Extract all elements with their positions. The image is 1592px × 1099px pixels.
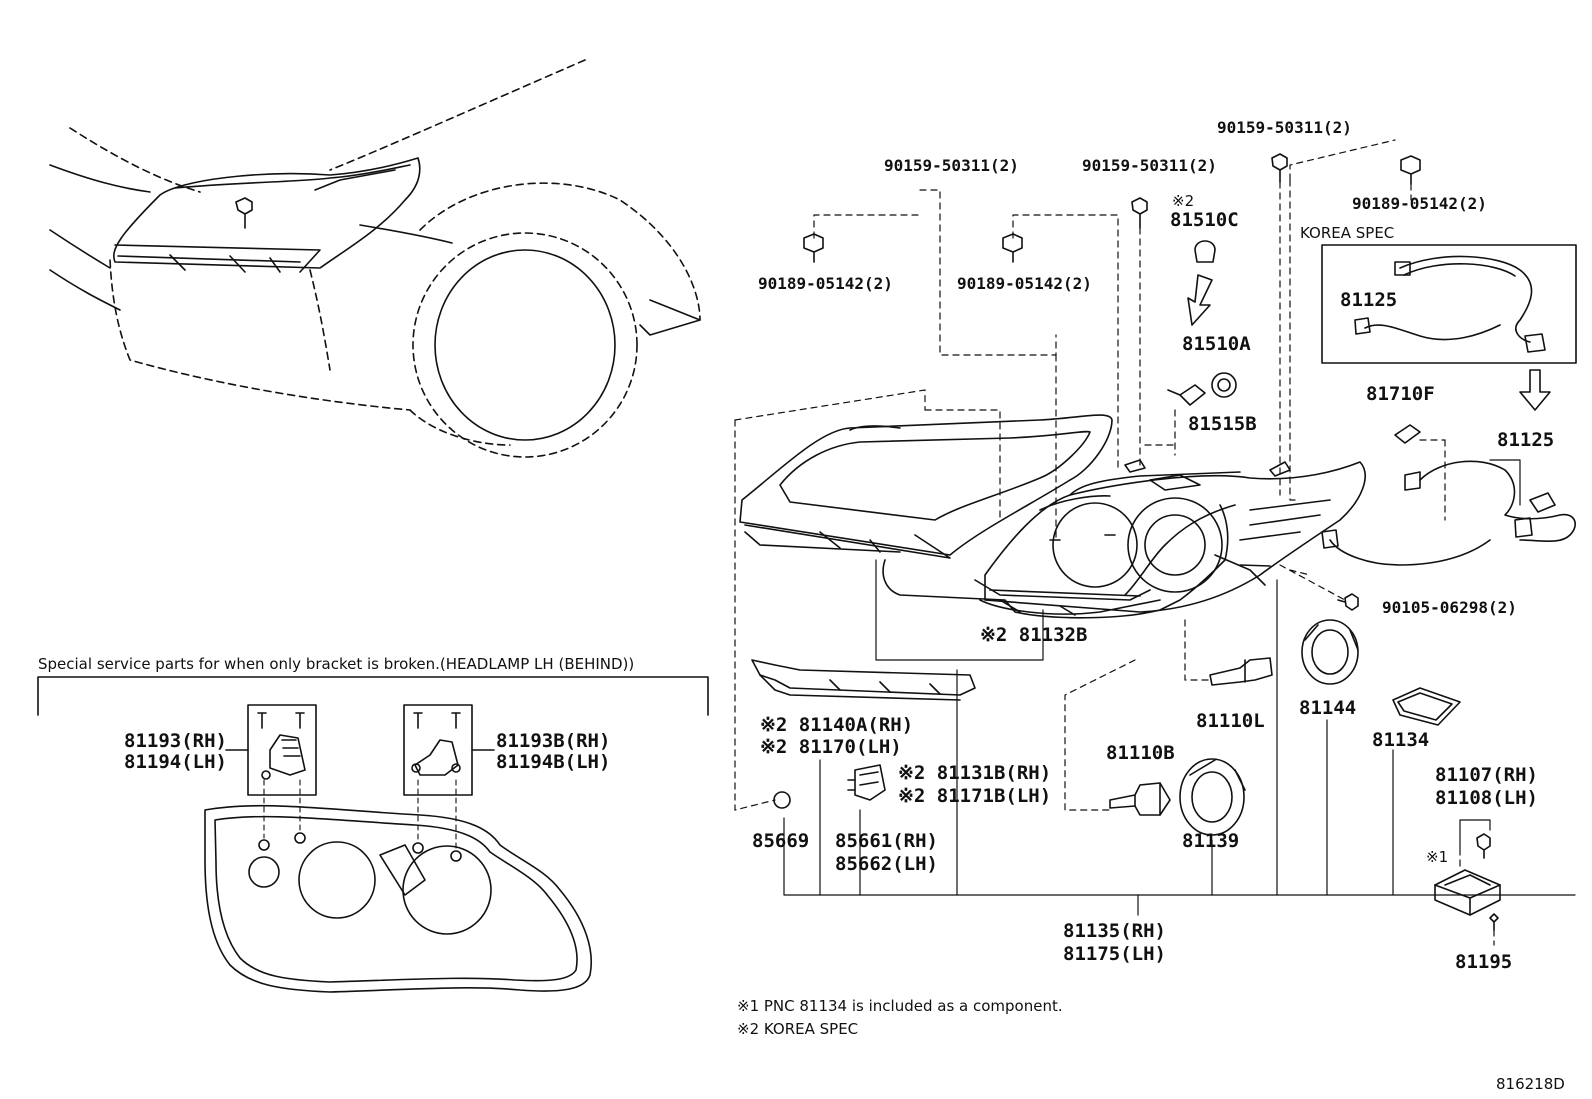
fastener-icons: [235, 153, 1499, 931]
special-service-panel: [37, 676, 709, 993]
footnote-2: ※2 KOREA SPEC: [737, 1020, 859, 1038]
label-81510C: 81510C: [1170, 209, 1239, 231]
label-90189-05142-right: 90189-05142(2): [1352, 194, 1487, 213]
label-90159-50311-left: 90159-50311(2): [884, 156, 1019, 175]
bulb-81110L-drawing: [1209, 657, 1273, 686]
label-81170-lh: ※2 81170(LH): [760, 736, 902, 758]
label-81125: 81125: [1497, 429, 1555, 451]
label-81193B-rh: 81193B(RH): [496, 730, 611, 752]
footnote-1: ※1 PNC 81134 is included as a component.: [737, 997, 1063, 1015]
socket-81515B-drawing: [1211, 372, 1237, 398]
label-81139: 81139: [1182, 830, 1240, 852]
label-81108-lh: 81108(LH): [1435, 787, 1538, 809]
cover-81139-drawing: [1179, 758, 1246, 836]
vehicle-front-view: [49, 59, 701, 458]
label-81131B-rh: ※2 81131B(RH): [898, 762, 1052, 784]
leader-lines-solid: [783, 459, 1576, 916]
label-81107-rh: 81107(RH): [1435, 764, 1538, 786]
label-90159-50311-center: 90159-50311(2): [1082, 156, 1217, 175]
label-81510A: 81510A: [1182, 333, 1251, 355]
computer-81107-drawing: [1434, 869, 1501, 916]
label-90189-05142-center: 90189-05142(2): [957, 274, 1092, 293]
label-81132B: ※2 81132B: [980, 624, 1088, 646]
label-81193-rh: 81193(RH): [124, 730, 227, 752]
headlamp-housing-drawing: [974, 459, 1366, 616]
special-service-title: Special service parts for when only brac…: [38, 655, 635, 673]
label-90105-06298: 90105-06298(2): [1382, 598, 1517, 617]
leader-lines-dashed: [734, 139, 1495, 946]
label-81135-rh: 81135(RH): [1063, 920, 1166, 942]
mark-81510C: ※2: [1172, 192, 1195, 210]
label-90189-05142-left: 90189-05142(2): [758, 274, 893, 293]
label-81194-lh: 81194(LH): [124, 751, 227, 773]
bulb-81510C-drawing: [1194, 240, 1216, 263]
label-81171B-lh: ※2 81171B(LH): [898, 785, 1052, 807]
label-81710F: 81710F: [1366, 383, 1435, 405]
wire-81132B-drawing: [882, 504, 1236, 619]
label-81140A-rh: ※2 81140A(RH): [760, 714, 914, 736]
bracket-81140A-drawing: [751, 659, 976, 701]
label-81110B: 81110B: [1106, 742, 1175, 764]
cover-81144-drawing: [1301, 619, 1359, 685]
headlamp-lens-drawing: [739, 414, 1113, 559]
label-85661-rh: 85661(RH): [835, 830, 938, 852]
harness-81125-korea-drawing: [1354, 255, 1546, 353]
label-90159-50311-right: 90159-50311(2): [1217, 118, 1352, 137]
label-korea-spec: KOREA SPEC: [1300, 224, 1395, 242]
bulb-81710F-drawing: [1394, 424, 1421, 444]
grommet-85669-drawing: [773, 791, 791, 809]
label-81515B: 81515B: [1188, 413, 1257, 435]
label-81144: 81144: [1299, 697, 1357, 719]
label-81175-lh: 81175(LH): [1063, 943, 1166, 965]
label-85669: 85669: [752, 830, 810, 852]
label-81125-korea: 81125: [1340, 289, 1398, 311]
bulb-81110B-drawing: [1109, 782, 1171, 816]
label-85662-lh: 85662(LH): [835, 853, 938, 875]
socket-85661-drawing: [847, 764, 886, 801]
mark-81107: ※1: [1426, 848, 1449, 866]
label-81110L: 81110L: [1196, 710, 1265, 732]
label-81195: 81195: [1455, 951, 1513, 973]
arrow-icons: [1187, 274, 1551, 411]
gasket-81134-drawing: [1392, 687, 1461, 726]
label-81194B-lh: 81194B(LH): [496, 751, 611, 773]
label-81134: 81134: [1372, 729, 1430, 751]
korea-spec-box: [1321, 244, 1577, 364]
bulb-81510A-drawing: [1167, 384, 1206, 406]
harness-81125-drawing: [1321, 460, 1576, 566]
diagram-reference-code: 816218D: [1496, 1075, 1565, 1093]
